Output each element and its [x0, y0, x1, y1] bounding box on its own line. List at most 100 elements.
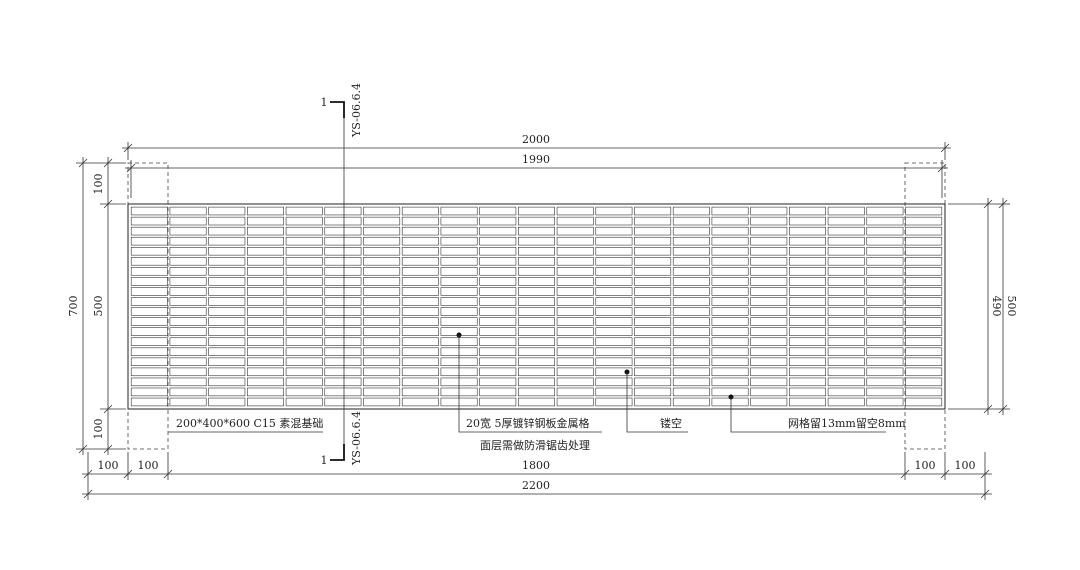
section-number-bottom: 1	[321, 454, 328, 467]
grating-cell	[130, 226, 168, 236]
grating-cell	[401, 236, 439, 246]
grating-cell	[827, 206, 865, 216]
grating-cell	[363, 397, 401, 407]
dim-text-bottom-right-2: 100	[955, 459, 976, 472]
grating-cell	[595, 347, 633, 356]
grating-cell	[750, 377, 788, 387]
grating-cell	[789, 277, 826, 286]
grating-cell	[285, 247, 323, 256]
grating-cell	[711, 257, 749, 266]
grating-cell	[518, 226, 555, 236]
grating-cell	[363, 206, 401, 216]
grating-cell	[285, 287, 323, 296]
grating-cell	[285, 267, 323, 276]
grating-cell	[208, 357, 246, 367]
grating-cell	[905, 337, 943, 346]
grating-cell	[827, 347, 865, 356]
grating-cell	[518, 377, 555, 387]
mesh-leader: 网格留13mm留空8mm	[728, 394, 906, 433]
dim-text-490: 490	[990, 296, 1003, 317]
grating-cell	[866, 267, 904, 276]
grating-cell	[711, 317, 749, 326]
grating-cell	[789, 226, 826, 236]
grating-cell	[556, 216, 594, 226]
grating-cell	[634, 267, 672, 276]
grating-cell	[750, 236, 788, 246]
grating-cell	[518, 236, 555, 246]
grating-cell	[518, 287, 555, 296]
grating-cell	[827, 327, 865, 336]
grating-cell	[672, 317, 710, 326]
grating-cell	[866, 387, 904, 397]
grating-cell	[169, 307, 207, 316]
grating-cell	[285, 367, 323, 377]
grating-cell	[208, 236, 246, 246]
grating-cell	[130, 367, 168, 377]
grating-cell	[169, 347, 207, 356]
grating-cell	[440, 267, 478, 276]
dim-text-1990: 1990	[522, 153, 550, 166]
grating-cell	[634, 226, 672, 236]
grating-cell	[285, 337, 323, 346]
grating-cell	[130, 267, 168, 276]
grating-cell	[711, 247, 749, 256]
grating-cell	[479, 377, 517, 387]
grating-cell	[247, 297, 284, 306]
grating-cell	[518, 347, 555, 356]
dim-text-bottom-right-1: 100	[915, 459, 936, 472]
grating-cell	[130, 397, 168, 407]
grating-cell	[556, 206, 594, 216]
grating-cell	[789, 377, 826, 387]
grating-cell	[324, 267, 362, 276]
grating-cell	[827, 317, 865, 326]
grating-cell	[208, 226, 246, 236]
grating-cell	[479, 307, 517, 316]
dim-text-2000: 2000	[522, 133, 550, 146]
grating-cell	[363, 317, 401, 326]
grating-cell	[556, 377, 594, 387]
grating-cell	[866, 377, 904, 387]
grating-cell	[401, 226, 439, 236]
dim-text-2200: 2200	[522, 479, 550, 492]
grating-cell	[905, 387, 943, 397]
grating-cell	[595, 377, 633, 387]
grating-cell	[866, 317, 904, 326]
grating-cell	[827, 377, 865, 387]
grating-cell	[866, 236, 904, 246]
grating-cell	[672, 226, 710, 236]
grating-cell	[595, 257, 633, 266]
grating-cell	[363, 367, 401, 377]
section-number-top: 1	[321, 96, 328, 109]
grating-cell	[247, 247, 284, 256]
left-dimension-700: 700	[67, 157, 126, 455]
grating-cell	[711, 387, 749, 397]
grating-cell	[827, 357, 865, 367]
grating-cell	[169, 247, 207, 256]
grating-cell	[866, 307, 904, 316]
grating-cell	[401, 327, 439, 336]
bottom-dimension-2200: 2200	[82, 479, 992, 500]
grating-cell	[905, 307, 943, 316]
grating-cell	[866, 206, 904, 216]
grating-cell	[634, 387, 672, 397]
grating-cell	[363, 236, 401, 246]
grating-cell	[750, 257, 788, 266]
grating-cell	[130, 216, 168, 226]
grating-cell	[672, 206, 710, 216]
grating-cell	[672, 236, 710, 246]
grating-cell	[750, 226, 788, 236]
grating-cell	[789, 206, 826, 216]
grating-cell	[440, 297, 478, 306]
dim-text-left-bottom: 100	[92, 419, 105, 440]
grating-cell	[169, 216, 207, 226]
grating-cell	[363, 287, 401, 296]
grating-cell	[130, 337, 168, 346]
grating-cell	[363, 247, 401, 256]
grating-cell	[285, 357, 323, 367]
grating-cell	[905, 236, 943, 246]
grating-cell	[556, 277, 594, 286]
grating-cell	[401, 247, 439, 256]
section-cut-line: 1 1 YS-06.6.4 YS-06.6.4	[321, 83, 364, 467]
grating-cell	[479, 247, 517, 256]
grating-cell	[363, 337, 401, 346]
